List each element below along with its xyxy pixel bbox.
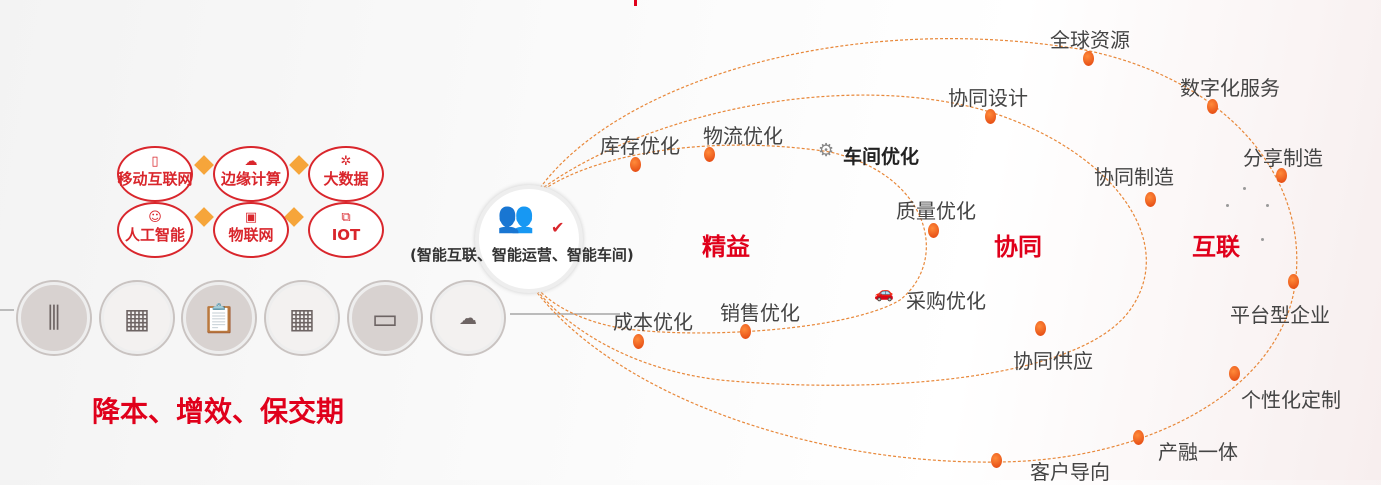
node-label: 销售优化 xyxy=(720,303,800,325)
node-dot xyxy=(633,334,644,349)
node-label: 全球资源 xyxy=(1050,30,1130,52)
tech-label: 物联网 xyxy=(228,226,274,244)
tech-label: 边缘计算 xyxy=(220,170,281,188)
node-dot xyxy=(740,324,751,339)
stage-collab: 协同 xyxy=(994,233,1042,261)
clipboard-timer-icon: 📋 xyxy=(183,282,255,354)
node-dot xyxy=(1229,366,1240,381)
tech-label: 移动互联网 xyxy=(117,170,193,188)
hub-label: (智能互联、智能运营、智能车间) xyxy=(410,246,634,264)
people-check-icon: 👥 xyxy=(497,200,535,235)
computer-icon: ▭ xyxy=(349,282,421,354)
node-label: 质量优化 xyxy=(896,201,976,223)
node-label: 成本优化 xyxy=(613,312,693,334)
tech-edge-computing: ☁边缘计算 xyxy=(213,146,289,202)
node-dot xyxy=(1207,99,1218,114)
node-dot xyxy=(1288,274,1299,289)
tech-big-data: ✲大数据 xyxy=(308,146,384,202)
node-dot xyxy=(630,157,641,172)
gear-icon: ⚙ xyxy=(818,140,835,161)
node-dot xyxy=(1145,192,1156,207)
mobile-icon: ▯ xyxy=(151,154,159,169)
stage-connect: 互联 xyxy=(1192,233,1240,261)
cloud-database-icon: ☁ xyxy=(244,154,258,169)
red-tick-mark xyxy=(634,0,637,6)
node-dot xyxy=(1035,321,1046,336)
tech-label: IOT xyxy=(331,226,361,244)
node-label: 分享制造 xyxy=(1243,148,1323,170)
node-label: 采购优化 xyxy=(906,291,986,313)
node-label: 产融一体 xyxy=(1158,442,1238,464)
network-mesh-icon: ✲ xyxy=(340,154,352,169)
check-icon: ✔ xyxy=(551,218,565,237)
node-dot xyxy=(1133,430,1144,445)
outer-orbit xyxy=(534,38,1298,463)
equalizer-icon: ⫼ xyxy=(18,282,90,354)
node-dot xyxy=(928,223,939,238)
iot-square-icon: ⧉ xyxy=(341,210,351,225)
node-label: 协同制造 xyxy=(1094,167,1174,189)
decor-dot xyxy=(1226,204,1229,207)
node-label: 平台型企业 xyxy=(1230,305,1330,327)
stage-lean: 精益 xyxy=(702,233,750,261)
tech-mobile-internet: ▯移动互联网 xyxy=(117,146,193,202)
tech-iot-network: ▣物联网 xyxy=(213,202,289,258)
abacus-icon: ▦ xyxy=(101,282,173,354)
node-label: 库存优化 xyxy=(600,136,680,158)
brain-head-icon: ☺ xyxy=(148,210,162,225)
slogan: 降本、增效、保交期 xyxy=(92,395,345,428)
node-label: 物流优化 xyxy=(703,126,783,148)
node-dot xyxy=(1083,51,1094,66)
decor-dot xyxy=(1266,204,1269,207)
node-dot xyxy=(704,147,715,162)
iot-device-icon: ▣ xyxy=(244,210,258,225)
tech-ai: ☺人工智能 xyxy=(117,202,193,258)
node-label: 客户导向 xyxy=(1030,462,1110,484)
node-label: 个性化定制 xyxy=(1241,390,1341,412)
node-dot xyxy=(985,109,996,124)
node-label: 车间优化 xyxy=(843,147,920,168)
node-label: 数字化服务 xyxy=(1180,78,1280,100)
inner-orbit xyxy=(534,144,927,334)
node-label: 协同设计 xyxy=(948,88,1028,110)
middle-orbit xyxy=(534,94,1147,386)
tech-iot: ⧉IOT xyxy=(308,202,384,258)
hub-circle: 👥 ✔ xyxy=(475,185,583,293)
tech-label: 大数据 xyxy=(323,170,369,188)
decor-dot xyxy=(1261,238,1264,241)
decor-dot xyxy=(1243,187,1246,190)
node-dot xyxy=(991,453,1002,468)
node-dot xyxy=(1276,168,1287,183)
node-label: 协同供应 xyxy=(1013,351,1093,373)
tech-label: 人工智能 xyxy=(124,226,185,244)
calculator-icon: ▦ xyxy=(266,282,338,354)
cloud-network-icon: ☁ xyxy=(432,282,504,354)
car-icon: 🚗 xyxy=(874,283,894,302)
